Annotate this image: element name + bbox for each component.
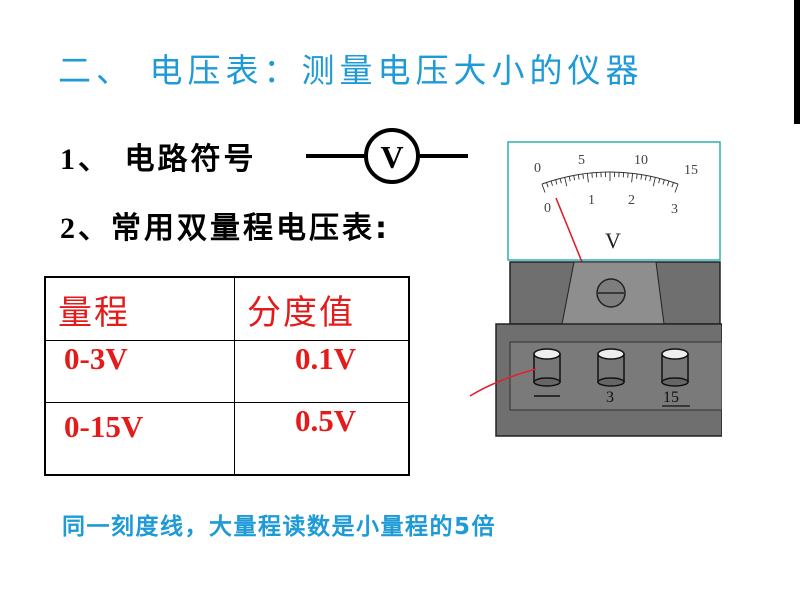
slide-title: 二、 电压表：测量电压大小的仪器 — [58, 51, 644, 90]
scale-bottom-label: 0 — [544, 201, 551, 216]
scale-tick — [658, 178, 661, 184]
table-header-row: 量程 分度值 — [44, 276, 410, 341]
item-label: 、常用双量程电压表: — [78, 211, 390, 246]
item-number: 2 — [60, 212, 78, 245]
scale-tick — [577, 174, 580, 180]
terminal-3v — [597, 348, 625, 387]
voltmeter-illustration: 0 5 10 15 0 1 2 3 V 3 15 — [460, 138, 722, 444]
scale-tick — [564, 177, 568, 187]
item-circuit-symbol: 1、 电路符号 — [60, 134, 256, 178]
decorative-corner-bar — [794, 0, 800, 124]
scale-tick — [674, 183, 679, 193]
scale-bottom-label: 1 — [588, 193, 595, 208]
header-division: 分度值 — [234, 276, 410, 341]
scale-top-label: 0 — [534, 161, 541, 176]
terminal-label: 3 — [606, 389, 614, 406]
terminal-15v — [661, 348, 689, 387]
scale-tick — [559, 178, 562, 184]
scale-tick — [644, 175, 647, 181]
footnote: 同一刻度线，大量程读数是小量程的5倍 — [62, 514, 497, 540]
scale-tick — [671, 182, 674, 188]
scale-tick — [649, 176, 652, 182]
item-dual-range-voltmeter: 2、常用双量程电压表: — [60, 203, 390, 247]
meter-unit-label: V — [605, 228, 621, 253]
scale-tick — [582, 173, 584, 179]
scale-tick — [640, 174, 643, 180]
cell-division: 0.1V — [234, 340, 410, 403]
scale-tick — [568, 176, 571, 182]
scale-tick — [541, 183, 546, 193]
scale-top-label: 5 — [578, 153, 585, 168]
header-range: 量程 — [44, 276, 235, 341]
scale-tick — [631, 173, 634, 183]
scale-tick — [636, 173, 638, 179]
terminal-label: 15 — [663, 389, 679, 406]
scale-tick — [546, 182, 549, 188]
scale-tick — [652, 177, 656, 187]
table-row: 0-3V 0.1V — [44, 340, 410, 403]
scale-bottom-label: 2 — [628, 193, 635, 208]
item-label: 、 电路符号 — [78, 142, 257, 177]
cell-range: 0-15V — [44, 401, 235, 476]
scale-tick — [667, 180, 670, 186]
scale-tick — [555, 179, 558, 185]
meter-pointer — [555, 197, 583, 263]
cell-range: 0-3V — [44, 340, 235, 403]
connecting-wire — [469, 368, 537, 397]
item-number: 1 — [60, 143, 78, 176]
voltmeter-circuit-symbol: V — [304, 124, 470, 188]
scale-tick — [586, 173, 589, 183]
scale-tick — [662, 179, 665, 185]
symbol-letter: V — [380, 139, 403, 175]
table-row: 0-15V 0.5V — [44, 401, 410, 476]
scale-top-label: 15 — [684, 163, 698, 178]
scale-top-label: 10 — [634, 153, 648, 168]
scale-bottom-label: 3 — [671, 202, 678, 217]
terminal-negative — [533, 348, 561, 387]
cell-division: 0.5V — [234, 401, 410, 476]
meter-face — [507, 141, 721, 261]
meter-scale-ticks — [541, 172, 679, 193]
scale-tick — [550, 180, 553, 186]
scale-tick — [573, 175, 576, 181]
range-table: 量程 分度值 0-3V 0.1V 0-15V 0.5V — [44, 276, 410, 476]
